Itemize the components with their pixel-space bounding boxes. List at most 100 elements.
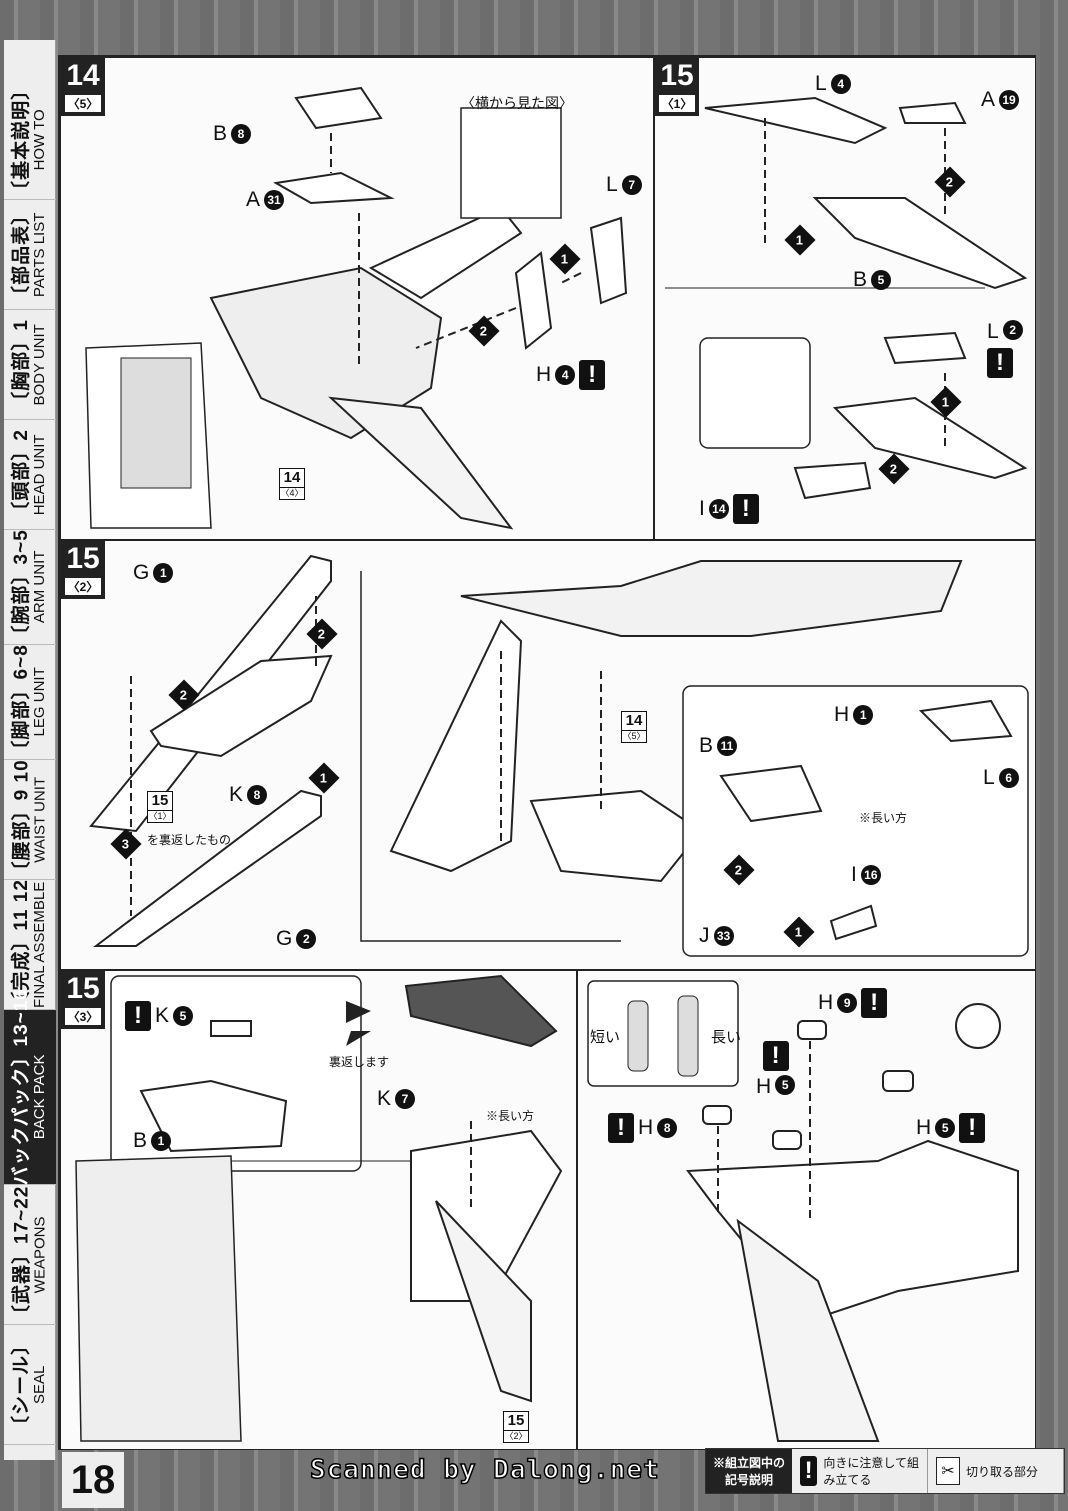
legend-warning-text: 向きに注意して組み立てる <box>823 1456 919 1487</box>
warning-icon: ! <box>987 348 1013 378</box>
page-number: 18 <box>62 1452 124 1508</box>
step-title: 14 <box>66 59 100 92</box>
step-sub: 〈2〉 <box>64 577 102 596</box>
step-number: 15〈1〉 <box>655 58 699 116</box>
label: HOW TO <box>31 108 49 171</box>
sidebar-item-seal[interactable]: 〔シール〕SEAL <box>4 1325 56 1445</box>
step-sub: 〈1〉 <box>658 94 696 113</box>
warning-icon: ! <box>762 1041 789 1071</box>
flipped-note: を裏返したもの <box>147 833 232 847</box>
sidebar-item-parts-list[interactable]: 〔部品表〕PARTS LIST <box>4 200 56 310</box>
step-number: 15〈2〉 <box>61 541 105 599</box>
label: 〔基本説明〕 <box>11 79 33 200</box>
step-reference: 15〈1〉 <box>147 791 173 823</box>
step-title: 15 <box>660 59 694 92</box>
label: 〔胸部〕1 <box>11 318 33 411</box>
label: 〔部品表〕 <box>11 204 33 305</box>
label: 〔シール〕 <box>11 1334 33 1435</box>
scanner-watermark: Scanned by Dalong.net <box>309 1454 660 1486</box>
assembly-illustration <box>587 980 1019 1442</box>
assembly-illustration <box>85 86 628 530</box>
long-side-note: ※長い方 <box>859 811 908 825</box>
label: BACK PACK <box>31 1054 49 1140</box>
label: PARTS LIST <box>31 212 49 297</box>
symbol-legend: ※組立図中の記号説明 !向きに注意して組み立てる ✂切り取る部分 <box>705 1448 1065 1494</box>
label: ARM UNIT <box>31 550 49 624</box>
label: BODY UNIT <box>31 323 49 406</box>
assembly-illustration <box>665 96 1028 500</box>
step-reference: 14〈4〉 <box>279 468 305 500</box>
warning-icon: ! <box>800 1456 818 1486</box>
short-label: 短い <box>590 1029 621 1046</box>
step-reference: 15〈2〉 <box>503 1411 529 1443</box>
label: 〔バックパック〕13~16 <box>11 988 33 1206</box>
assembly-illustration <box>89 554 1029 957</box>
nippers-icon: ✂ <box>936 1457 960 1485</box>
step-title: 15 <box>66 542 100 575</box>
step-number: 14〈5〉 <box>61 58 105 116</box>
label: 〔頭部〕2 <box>11 428 33 521</box>
long-label: 長い <box>711 1029 742 1046</box>
label: HEAD UNIT <box>31 434 49 515</box>
step-number: 15〈3〉 <box>61 971 105 1029</box>
warning-icon: ! <box>732 494 759 524</box>
step-reference: 14〈5〉 <box>621 711 647 743</box>
assembly-illustration <box>75 974 563 1442</box>
label: WEAPONS <box>31 1216 49 1293</box>
label: 〔腰部〕9 10 <box>11 759 33 880</box>
legend-cut: ✂ 切り取る部分 <box>928 1449 1064 1493</box>
label: 〔武器〕17~22 <box>11 1185 33 1324</box>
legend-cut-text: 切り取る部分 <box>966 1464 1039 1479</box>
warning-icon: ! <box>608 1113 634 1143</box>
warning-icon: ! <box>959 1113 986 1143</box>
label: WAIST UNIT <box>31 776 49 863</box>
label: 〔脚部〕6~8 <box>11 644 33 760</box>
long-side-note: ※長い方 <box>486 1109 535 1123</box>
step-sub: 〈3〉 <box>64 1007 102 1026</box>
warning-icon: ! <box>125 1001 151 1031</box>
flip-note: 裏返します <box>329 1055 390 1069</box>
step-sub: 〈5〉 <box>64 94 102 113</box>
warning-icon: ! <box>579 360 606 390</box>
step-title: 15 <box>66 972 100 1005</box>
sidebar-item-how-to[interactable]: 〔基本説明〕HOW TO <box>4 79 56 200</box>
warning-icon: ! <box>861 988 888 1018</box>
label: LEG UNIT <box>31 667 49 737</box>
